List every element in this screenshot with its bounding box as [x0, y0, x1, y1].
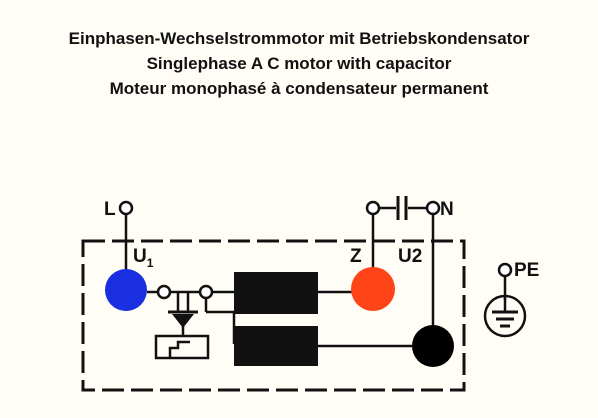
- main-winding: [234, 272, 318, 314]
- label-PE: PE: [514, 260, 539, 281]
- label-U1: U1: [133, 246, 154, 270]
- label-L: L: [104, 199, 116, 220]
- title-french: Moteur monophasé à condensateur permanen…: [109, 79, 489, 98]
- label-U1-main: U: [133, 246, 147, 267]
- terminal-U2: [412, 325, 454, 367]
- label-U1-sub: 1: [147, 256, 154, 270]
- label-U2: U2: [398, 246, 422, 267]
- title-english: Singlephase A C motor with capacitor: [146, 54, 452, 73]
- earth-icon: [483, 294, 527, 338]
- switch-contact-right: [198, 284, 214, 300]
- label-Z: Z: [350, 246, 362, 267]
- centrifugal-switch-icon: [154, 292, 210, 360]
- terminal-U1: [105, 269, 147, 311]
- terminal-PE-point: [497, 262, 513, 278]
- capacitor-terminal-left: [365, 200, 381, 216]
- label-N: N: [440, 199, 454, 220]
- terminal-Z: [351, 267, 395, 311]
- switch-contact-left: [156, 284, 172, 300]
- terminal-N-point: [425, 200, 441, 216]
- title-german: Einphasen-Wechselstrommotor mit Betriebs…: [68, 29, 530, 48]
- capacitor-icon: [396, 196, 408, 220]
- terminal-L-point: [118, 200, 134, 216]
- auxiliary-winding: [234, 326, 318, 366]
- motor-housing-outline: [81, 239, 466, 392]
- title-block: Einphasen-Wechselstrommotor mit Betriebs…: [0, 26, 598, 101]
